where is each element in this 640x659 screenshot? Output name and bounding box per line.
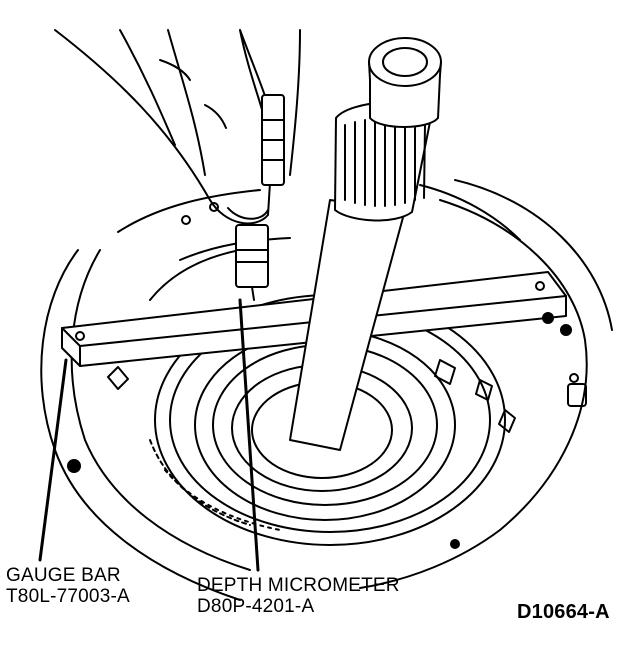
- gauge-bar-part-number: T80L-77003-A: [6, 586, 130, 607]
- input-shaft: [289, 37, 442, 451]
- gauge-bar-label: GAUGE BAR: [6, 565, 121, 586]
- leader-lines: [38, 298, 260, 572]
- hand: [54, 29, 301, 225]
- depth-micrometer-part-number: D80P-4201-A: [197, 596, 315, 617]
- depth-micrometer-label: DEPTH MICROMETER: [197, 575, 400, 596]
- depth-micrometer-leader: [238, 298, 260, 572]
- transmission-housing: [40, 179, 613, 601]
- gauge-bar-leader: [38, 358, 68, 562]
- figure-reference: D10664-A: [517, 601, 610, 623]
- depth-micrometer: [235, 94, 285, 301]
